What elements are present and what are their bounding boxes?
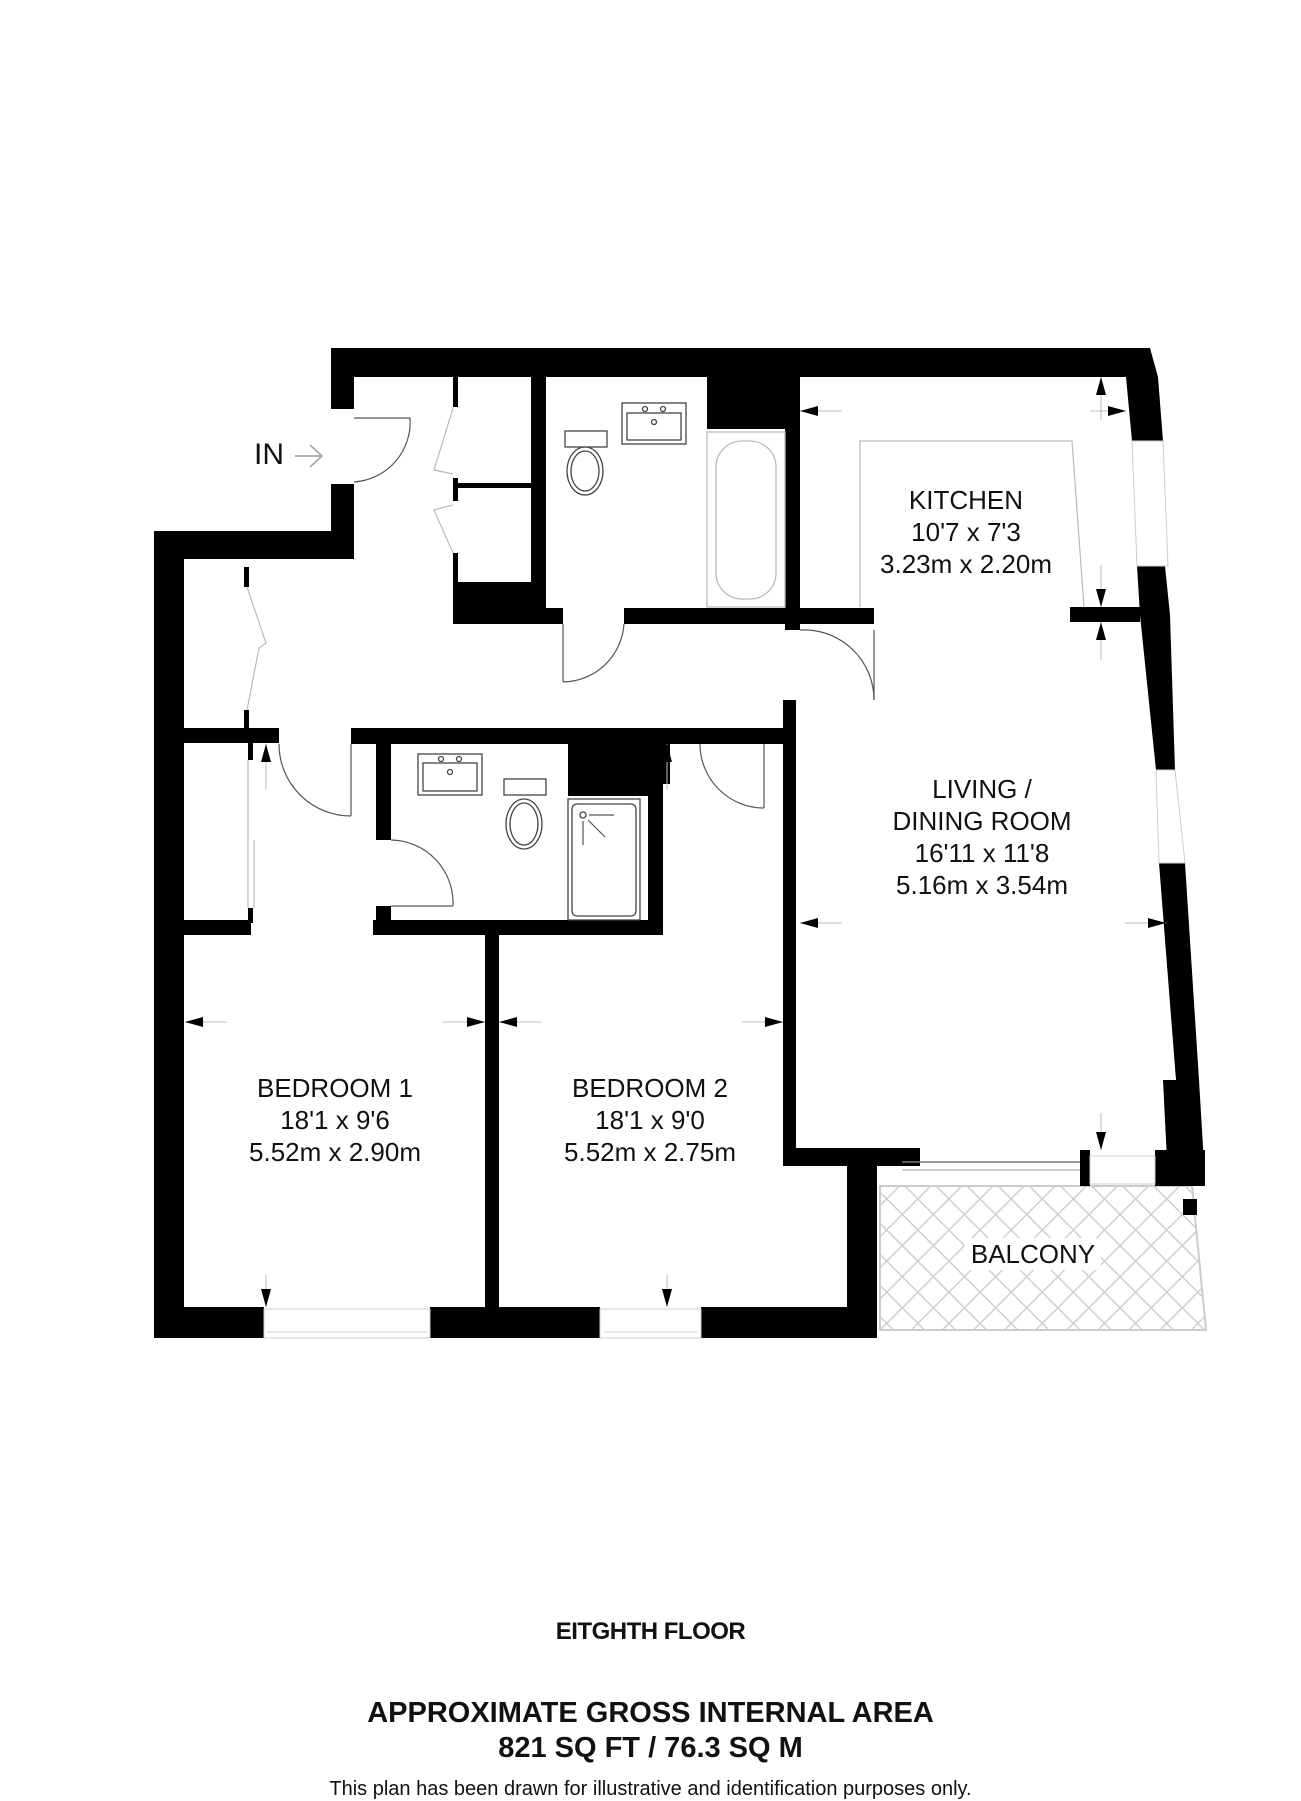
disclaimer-text: This plan has been drawn for illustrativ… — [329, 1778, 972, 1800]
bathroom-fixtures — [417, 402, 786, 921]
room-size-metric: 5.52m x 2.90m — [249, 1137, 421, 1167]
room-size-imperial: 10'7 x 7'3 — [911, 517, 1021, 547]
room-label-living-dining: LIVING / DINING ROOM 16'11 x 11'8 5.16m … — [892, 773, 1071, 901]
room-label-bedroom-1: BEDROOM 1 18'1 x 9'6 5.52m x 2.90m — [249, 1072, 421, 1168]
room-name: BEDROOM 1 — [256, 1073, 414, 1103]
room-label-bedroom-2: BEDROOM 2 18'1 x 9'0 5.52m x 2.75m — [564, 1072, 736, 1168]
room-name-line2: DINING ROOM — [892, 806, 1072, 836]
room-size-metric: 5.16m x 3.54m — [896, 870, 1068, 900]
room-name: BEDROOM 2 — [571, 1073, 729, 1103]
room-size-imperial: 16'11 x 11'8 — [914, 838, 1050, 868]
dimension-arrows — [185, 377, 1166, 1307]
kitchen-counter — [859, 440, 1085, 608]
room-name: BALCONY — [970, 1239, 1096, 1269]
room-name: LIVING / — [932, 774, 1032, 804]
room-label-kitchen: KITCHEN 10'7 x 7'3 3.23m x 2.20m — [880, 484, 1052, 580]
room-size-metric: 3.23m x 2.20m — [880, 549, 1052, 579]
floor-name: EITGHTH FLOOR — [555, 1618, 746, 1645]
arrow-right-icon — [295, 444, 324, 468]
room-size-imperial: 18'1 x 9'6 — [280, 1105, 390, 1135]
room-size-metric: 5.52m x 2.75m — [564, 1137, 736, 1167]
room-size-imperial: 18'1 x 9'0 — [595, 1105, 705, 1135]
area-title: APPROXIMATE GROSS INTERNAL AREA — [367, 1697, 934, 1729]
walls — [154, 348, 1205, 1338]
room-name: KITCHEN — [908, 485, 1024, 515]
windows — [263, 440, 1186, 1339]
doors — [246, 407, 875, 908]
area-value: 821 SQ FT / 76.3 SQ M — [498, 1732, 803, 1764]
entrance-label: IN — [254, 438, 284, 471]
room-label-balcony: BALCONY — [964, 1238, 1102, 1270]
